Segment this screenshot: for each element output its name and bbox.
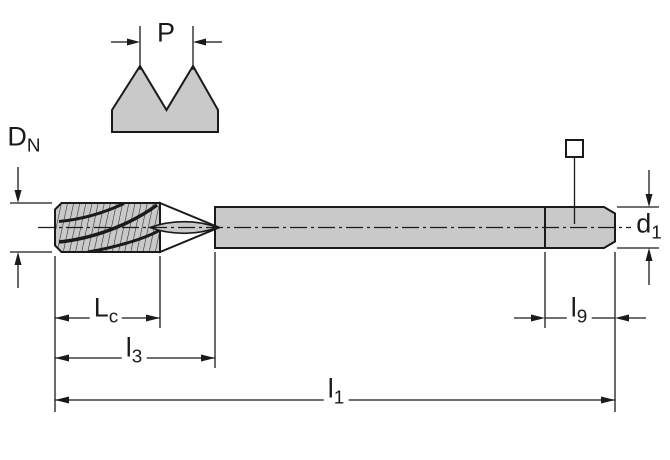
thread-profile-shape	[111, 64, 219, 133]
tap-side-view	[38, 201, 631, 254]
pitch-dimension	[111, 26, 222, 70]
thread-profile-detail	[111, 26, 222, 133]
arrowhead	[601, 396, 615, 404]
arrowhead	[55, 314, 69, 322]
arrowhead	[55, 396, 69, 404]
label-l3: l3	[121, 334, 147, 368]
arrowhead	[645, 248, 653, 261]
label-l9: l9	[566, 294, 592, 328]
arrowhead	[14, 190, 22, 203]
dimension-d1	[617, 170, 659, 285]
arrowhead	[201, 354, 215, 362]
dimension-dn	[10, 167, 52, 288]
arrowhead	[127, 38, 140, 46]
extension-lines	[54, 252, 616, 412]
spiral-flute-curve	[58, 203, 159, 244]
square-drive-callout	[565, 139, 584, 224]
label-d1: d1	[635, 208, 663, 244]
spiral-flute-curve	[58, 203, 125, 223]
spiral-flute-curve	[87, 228, 160, 252]
arrowhead	[193, 38, 206, 46]
square-drive-icon	[565, 139, 584, 158]
label-dn: DN	[7, 121, 41, 157]
label-lc: Lc	[89, 294, 123, 328]
arrowhead	[14, 252, 22, 265]
arrowhead	[645, 194, 653, 207]
label-pitch: P	[156, 17, 176, 48]
arrowhead	[55, 354, 69, 362]
arrowhead	[146, 314, 160, 322]
arrowhead	[615, 314, 629, 322]
label-l1: l1	[323, 375, 349, 409]
arrowhead	[531, 314, 545, 322]
